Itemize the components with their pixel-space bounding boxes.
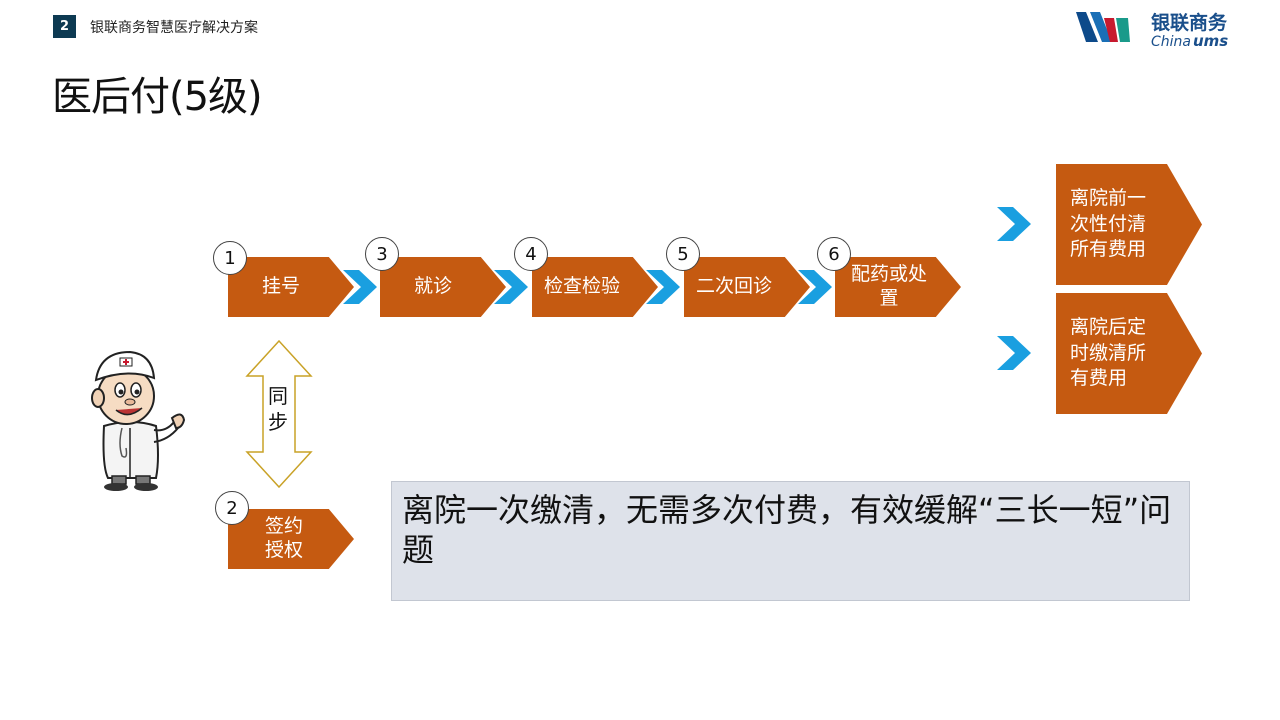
doctor-illustration xyxy=(91,350,186,491)
step-number-badge: 6 xyxy=(817,237,851,271)
step-registration: 挂号 xyxy=(228,257,354,317)
step-label: 挂号 xyxy=(262,275,301,298)
chevron-right-icon xyxy=(646,270,680,304)
step-dispensing: 配药或处置 xyxy=(835,257,961,317)
outcome-pay-after-discharge: 离院后定时缴清所有费用 xyxy=(1056,293,1202,414)
logo: 银联商务 China ums xyxy=(1076,11,1228,50)
sync-label: 同步 xyxy=(268,384,288,434)
step-revisit: 二次回诊 xyxy=(684,257,810,317)
step-consultation: 就诊 xyxy=(380,257,506,317)
step-examination: 检查检验 xyxy=(532,257,658,317)
step-label: 就诊 xyxy=(414,275,453,298)
logo-en-2: ums xyxy=(1193,32,1228,50)
chevron-right-icon xyxy=(494,270,528,304)
step-number-badge: 2 xyxy=(215,491,249,525)
chevron-right-icon xyxy=(997,207,1031,241)
chevron-right-icon xyxy=(997,336,1031,370)
outcome-label: 离院前一次性付清所有费用 xyxy=(1070,187,1147,261)
header-title: 银联商务智慧医疗解决方案 xyxy=(90,20,258,36)
step-number-badge: 3 xyxy=(365,237,399,271)
outcome-pay-before-discharge: 离院前一次性付清所有费用 xyxy=(1056,164,1202,285)
note-box: 离院一次缴清，无需多次付费，有效缓解“三长一短”问题 xyxy=(391,481,1190,601)
step-label: 配药或处置 xyxy=(850,263,927,309)
step-number-badge: 1 xyxy=(213,241,247,275)
chevron-right-icon xyxy=(798,270,832,304)
page-number: 2 xyxy=(53,15,76,38)
step-number-badge: 4 xyxy=(514,237,548,271)
step-label: 签约授权 xyxy=(264,515,303,561)
page-title: 医后付(5级) xyxy=(52,74,263,120)
step-number-badge: 5 xyxy=(666,237,700,271)
outcome-label: 离院后定时缴清所有费用 xyxy=(1070,316,1147,390)
step-sign-authorize: 签约授权 xyxy=(228,509,354,569)
double-arrow-icon xyxy=(245,340,313,488)
chevron-right-icon xyxy=(343,270,377,304)
step-label: 检查检验 xyxy=(544,275,621,298)
step-label: 二次回诊 xyxy=(696,275,773,298)
logo-en-1: China xyxy=(1151,34,1191,50)
logo-cn: 银联商务 xyxy=(1151,11,1228,34)
